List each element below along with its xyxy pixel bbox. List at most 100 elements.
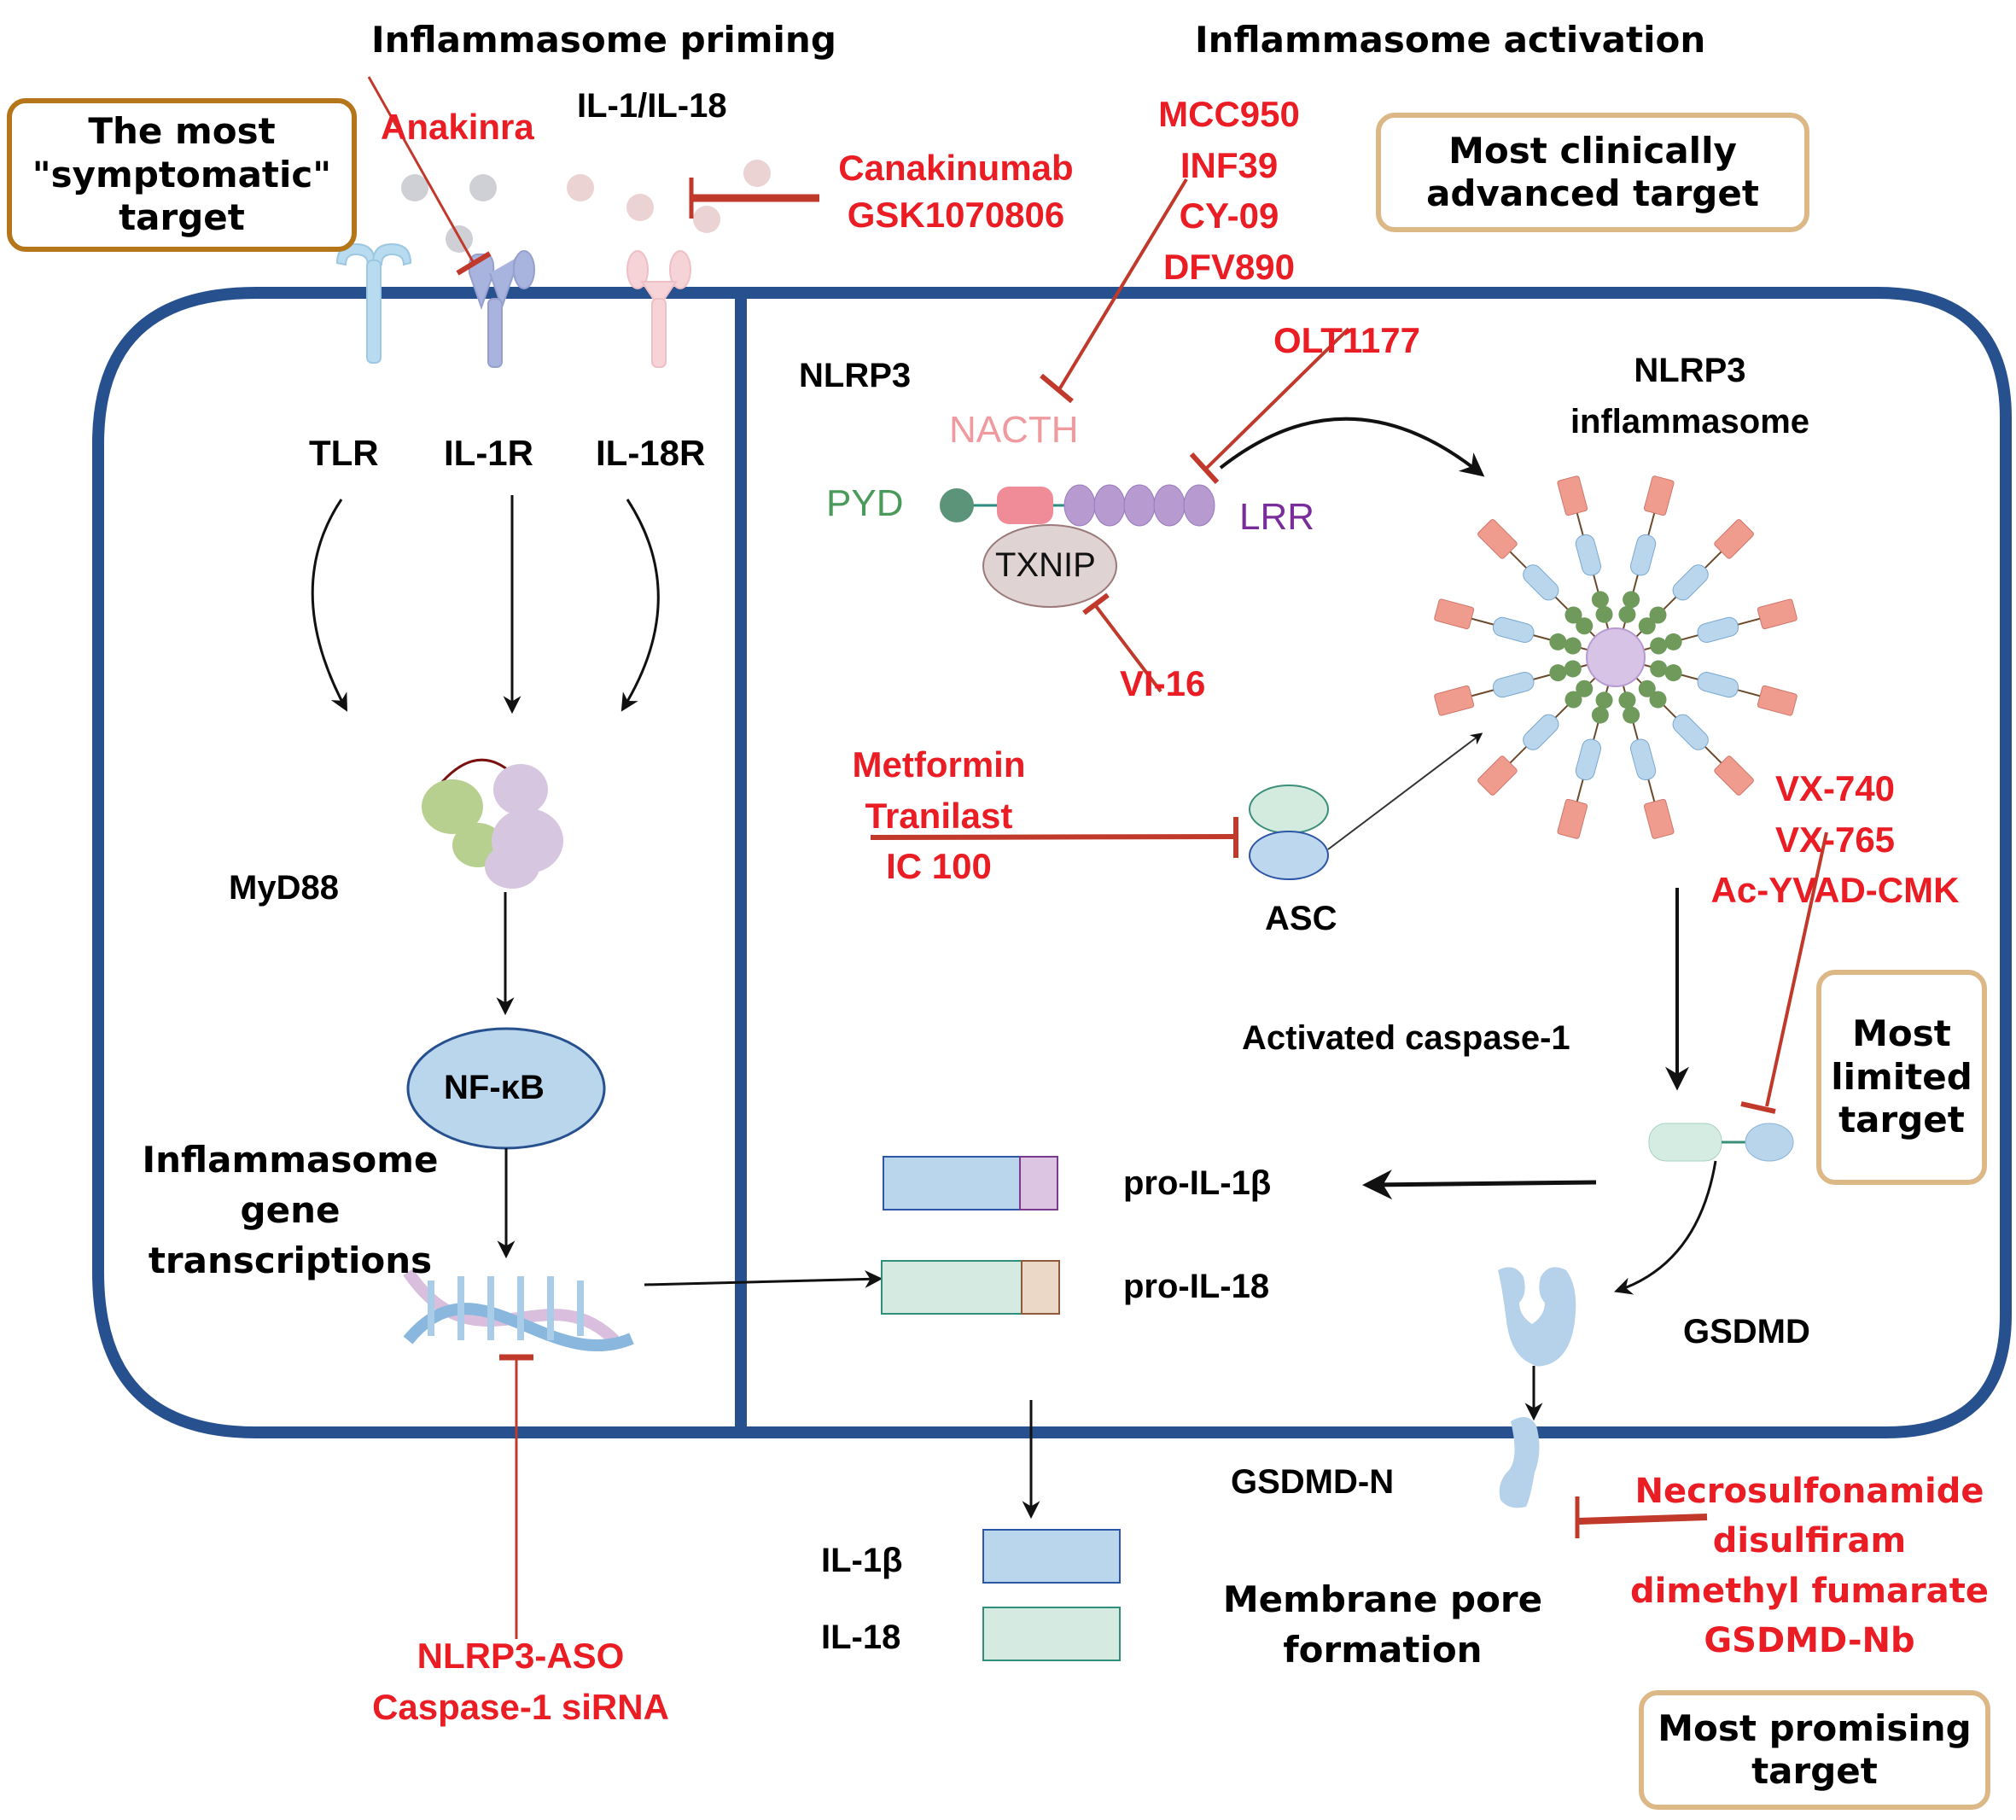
priming-section-title: Inflammasome priming [371,19,836,61]
inhibitor-anakinra: Anakinra [381,107,534,147]
nacht-domain-label: NACTH [949,409,1079,451]
inhibitor-group-nlrp3-nacht: MCC950 INF39 CY-09 DFV890 [1135,89,1323,293]
caspase-domain [1557,798,1588,839]
inhibitor-group-gene: NLRP3-ASO Caspase-1 siRNA [324,1630,717,1732]
inhibitor-olt1177: OLT1177 [1273,320,1420,360]
caspase-domain [1434,598,1475,630]
box-line: target [119,196,245,239]
olt1177-inhibition-line [1189,327,1350,485]
gsdmd-n-label: GSDMD-N [1231,1463,1395,1501]
card-domain [1575,738,1601,781]
pyd-bead [1576,617,1594,635]
pyd-bead [1564,637,1582,655]
canakinumab-inhibition-line [689,178,819,219]
inhibitor-group-caspase1: VX-740 VX-765 Ac-YVAD-CMK [1673,763,1997,916]
gene-transcription-label: Inflammasome gene transcriptions [128,1135,452,1286]
card-domain [1697,672,1739,698]
inhibitor-name: Metformin [852,744,1026,785]
nlrp3-core [1586,627,1646,687]
card-domain [1672,714,1709,750]
inflammasome-spoke [1557,475,1613,633]
il1r-receptor-icon [468,250,535,368]
inhibitor-name: VX-740 [1774,768,1896,808]
asc-label: ASC [1265,900,1337,937]
lrr-domain-label: LRR [1239,496,1315,538]
il18-box [982,1607,1121,1661]
box-line: Most promising [1658,1706,1972,1749]
inhibitor-name: NLRP3-ASO [417,1636,625,1676]
pore-formation-label: Membrane pore formation [1195,1575,1570,1676]
il18-label: IL-18 [821,1619,901,1656]
box-line: target [1751,1750,1878,1792]
inhibitor-name: MCC950 [1158,94,1300,134]
receptor-label-tlr: TLR [309,433,379,473]
label-line: inflammasome [1570,403,1810,440]
pyd-bead [1576,680,1594,697]
pyd-bead [1664,664,1682,682]
card-domain [1672,564,1709,601]
tlr-receptor-icon [335,242,412,364]
vi16-inhibition-line [1082,592,1162,693]
inhibitor-name: dimethyl fumarate [1630,1571,1989,1611]
caspase1-icon [1648,1123,1794,1162]
box-line: advanced target [1426,172,1759,214]
txnip-node [982,524,1117,608]
asc-to-inflammasome-arrow [1327,732,1483,850]
box-line: The most [88,110,276,153]
card-domain [1630,738,1657,781]
pyd-bead [1623,591,1640,609]
gsdmd-n-icon [1499,1417,1540,1508]
caspase-domain [1714,519,1754,559]
gsdmd-label: GSDMD [1683,1313,1810,1350]
inhibitor-group-il1-antibodies: Canakinumab GSK1070806 [777,145,1135,238]
caspase-domain [1643,475,1675,516]
il1b-box [982,1529,1121,1584]
inflammasome-spoke [1633,674,1754,796]
pyd-bead [1564,691,1582,709]
label-line: Inflammasome [142,1139,439,1181]
label-line: transcriptions [148,1239,433,1281]
box-line: limited [1831,1055,1972,1098]
box-line: "symptomatic" [32,153,332,195]
caspase-domain [1477,755,1518,796]
pyd-bead [1623,706,1640,724]
pro-il1b-label: pro-IL-1β [1123,1164,1272,1202]
pyd-bead [1595,605,1613,623]
inflammasome-spoke [1477,674,1599,796]
inflammasome-spoke [1618,681,1675,839]
card-domain [1492,616,1535,643]
il18r-to-myd88-arrow [621,499,660,712]
caspase-to-gsdmd-arrow [1614,1160,1717,1295]
inhibitor-name: Tranilast [865,795,1013,836]
symptomatic-target-box: The most "symptomatic" target [7,98,357,252]
card-domain [1630,534,1657,576]
inhibitor-name: GSK1070806 [847,194,1065,235]
receptor-label-il1r: IL-1R [444,433,533,473]
label-line: formation [1283,1628,1483,1671]
label-line: gene [240,1188,341,1231]
limited-target-box: Most limited target [1816,970,1987,1185]
inhibitor-name: disulfiram [1712,1521,1907,1561]
inhibitor-name: VX-765 [1774,819,1896,860]
caspase1-inhibition-line [1740,831,1828,1114]
inflammasome-spoke [1477,519,1599,640]
receptor-label-il18r: IL-18R [596,433,706,473]
pro-il18-main [881,1260,1023,1315]
pyd-bead [1564,606,1582,624]
nlrp3-to-inflammasome-arrow [1219,417,1485,477]
ligand-label: IL-1/IL-18 [577,87,727,125]
inhibitor-group-asc: Metformin Tranilast IC 100 [802,739,1075,892]
txnip-label: TXNIP [995,546,1096,584]
tlr-to-myd88-arrow [311,499,347,712]
ligand-dots [401,160,771,253]
label-line: Membrane pore [1222,1578,1543,1620]
caspase-domain [1477,519,1518,559]
pyd-bead [1650,660,1668,678]
mcc950-inhibition-line [1040,178,1188,404]
box-line: target [1838,1099,1965,1141]
caspase1-label: Activated caspase-1 [1242,1019,1570,1057]
label-line: NLRP3 [1634,352,1746,389]
inhibitor-name: DFV890 [1162,246,1296,287]
inhibitor-name: Ac-YVAD-CMK [1710,870,1960,911]
